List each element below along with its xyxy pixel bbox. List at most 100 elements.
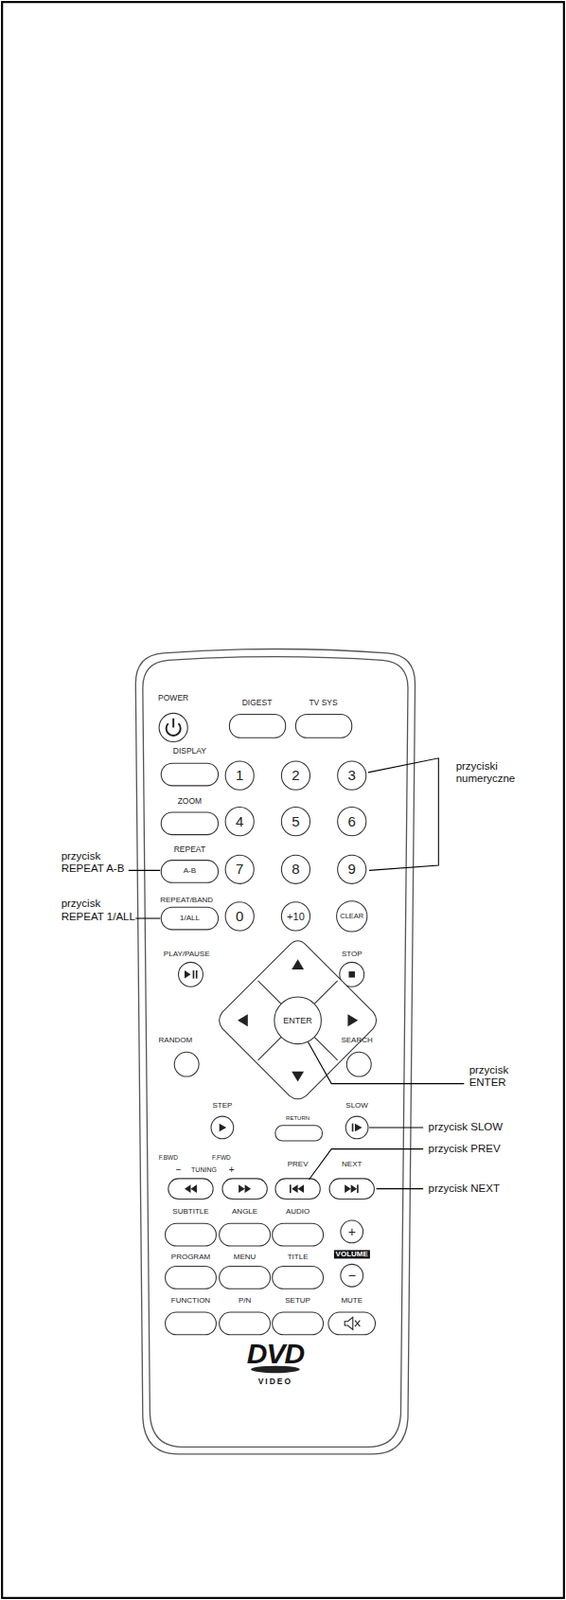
callout-label: przycisk NEXT <box>428 1182 500 1195</box>
remote-button <box>165 1266 217 1290</box>
remote-button <box>258 980 338 1061</box>
button-label: FUNCTION <box>171 1296 211 1306</box>
button-label: STOP <box>341 949 363 958</box>
button-symbol <box>193 970 195 979</box>
button-label: P/N <box>238 1296 251 1306</box>
button-label: POWER <box>158 693 189 704</box>
button-symbol <box>354 1320 360 1327</box>
remote-button <box>346 1051 372 1077</box>
remote-button <box>160 906 218 930</box>
remote-button <box>281 760 310 790</box>
remote-button <box>272 1311 324 1335</box>
remote-button <box>345 1115 369 1139</box>
leader-line <box>128 869 160 871</box>
remote-housing <box>135 648 415 1453</box>
leader-line <box>369 1126 424 1128</box>
button-symbol <box>219 1123 228 1132</box>
button-symbol <box>195 970 198 979</box>
button-label: REPEAT/BAND <box>159 895 213 904</box>
remote-button <box>219 940 377 1099</box>
button-symbol <box>172 718 175 728</box>
button-label: SETUP <box>284 1296 311 1306</box>
remote-button <box>225 854 254 884</box>
button-symbol <box>344 1316 354 1329</box>
button-label: PROGRAM <box>171 1252 211 1261</box>
button-label: 7 <box>235 861 244 878</box>
button-label: + <box>229 1164 235 1176</box>
remote-button <box>329 1178 374 1200</box>
button-label: NEXT <box>341 1159 362 1168</box>
button-symbol <box>184 970 191 979</box>
button-label: +10 <box>286 910 305 923</box>
callout-label: przycisk REPEAT A-B <box>61 849 136 875</box>
button-symbol <box>238 1184 251 1193</box>
button-label: PREV <box>287 1159 309 1168</box>
button-label: ZOOM <box>177 796 203 807</box>
button-symbol <box>184 1184 197 1193</box>
button-label: CLEAR <box>339 912 364 921</box>
remote-button <box>165 1311 217 1335</box>
button-label: 9 <box>348 861 356 878</box>
logo-text: DVD <box>247 1337 304 1371</box>
button-label: TITLE <box>287 1252 309 1261</box>
button-label: RETURN <box>285 1114 310 1122</box>
leader-line <box>128 758 464 1189</box>
button-label: ENTER <box>283 1015 313 1026</box>
callout-label: przycisk ENTER <box>469 1063 536 1089</box>
remote-button <box>219 1222 271 1246</box>
button-label: PLAY/PAUSE <box>163 949 211 958</box>
button-symbol <box>356 1184 359 1193</box>
remote-button <box>281 807 310 836</box>
remote-button <box>225 760 254 790</box>
button-symbol <box>291 1184 304 1193</box>
remote-button <box>160 812 218 835</box>
button-label: 6 <box>348 813 356 830</box>
remote-button <box>340 1263 364 1287</box>
remote-button <box>272 1222 324 1246</box>
button-label: SUBTITLE <box>172 1207 209 1217</box>
remote-button <box>159 712 377 1334</box>
remote-button <box>229 713 285 738</box>
button-label: 1 <box>235 767 244 784</box>
button-label: 8 <box>291 861 300 878</box>
leader-line <box>135 917 160 919</box>
leader-line <box>307 1041 464 1083</box>
callout-label: przycisk PREV <box>428 1142 501 1155</box>
remote-button <box>337 854 367 884</box>
remote-button <box>281 902 310 931</box>
remote-button <box>336 901 368 932</box>
remote-button <box>219 1311 271 1335</box>
button-label: 5 <box>291 813 300 830</box>
button-symbol <box>291 1071 304 1082</box>
remote-housing <box>142 656 408 1448</box>
remote-button <box>275 1178 320 1200</box>
button-label: A-B <box>183 866 196 876</box>
button-label: STEP <box>212 1101 232 1111</box>
remote-button <box>222 1178 267 1200</box>
callout-label: przycisk SLOW <box>428 1120 504 1133</box>
button-symbol <box>166 718 363 1373</box>
button-label: 3 <box>348 767 356 784</box>
button-label: TV SYS <box>308 698 337 708</box>
remote-button <box>160 860 218 884</box>
remote-button <box>219 1266 271 1290</box>
button-symbol <box>354 1123 363 1132</box>
button-symbol <box>344 1184 357 1193</box>
button-label: AUDIO <box>285 1207 310 1217</box>
remote-housing <box>135 648 415 1453</box>
remote-button <box>275 1125 323 1141</box>
button-symbol <box>347 1013 358 1026</box>
button-label: 4 <box>235 813 244 830</box>
button-label: F.FWD <box>212 1154 231 1162</box>
callout-label: przyciski numeryczne <box>456 760 532 785</box>
button-label: ANGLE <box>231 1207 258 1217</box>
remote-button <box>225 902 254 931</box>
button-label: VOLUME <box>334 1249 371 1258</box>
leader-line <box>368 758 439 871</box>
remote-button <box>274 996 322 1044</box>
remote-button <box>340 1220 364 1243</box>
button-label: SEARCH <box>340 1036 372 1045</box>
